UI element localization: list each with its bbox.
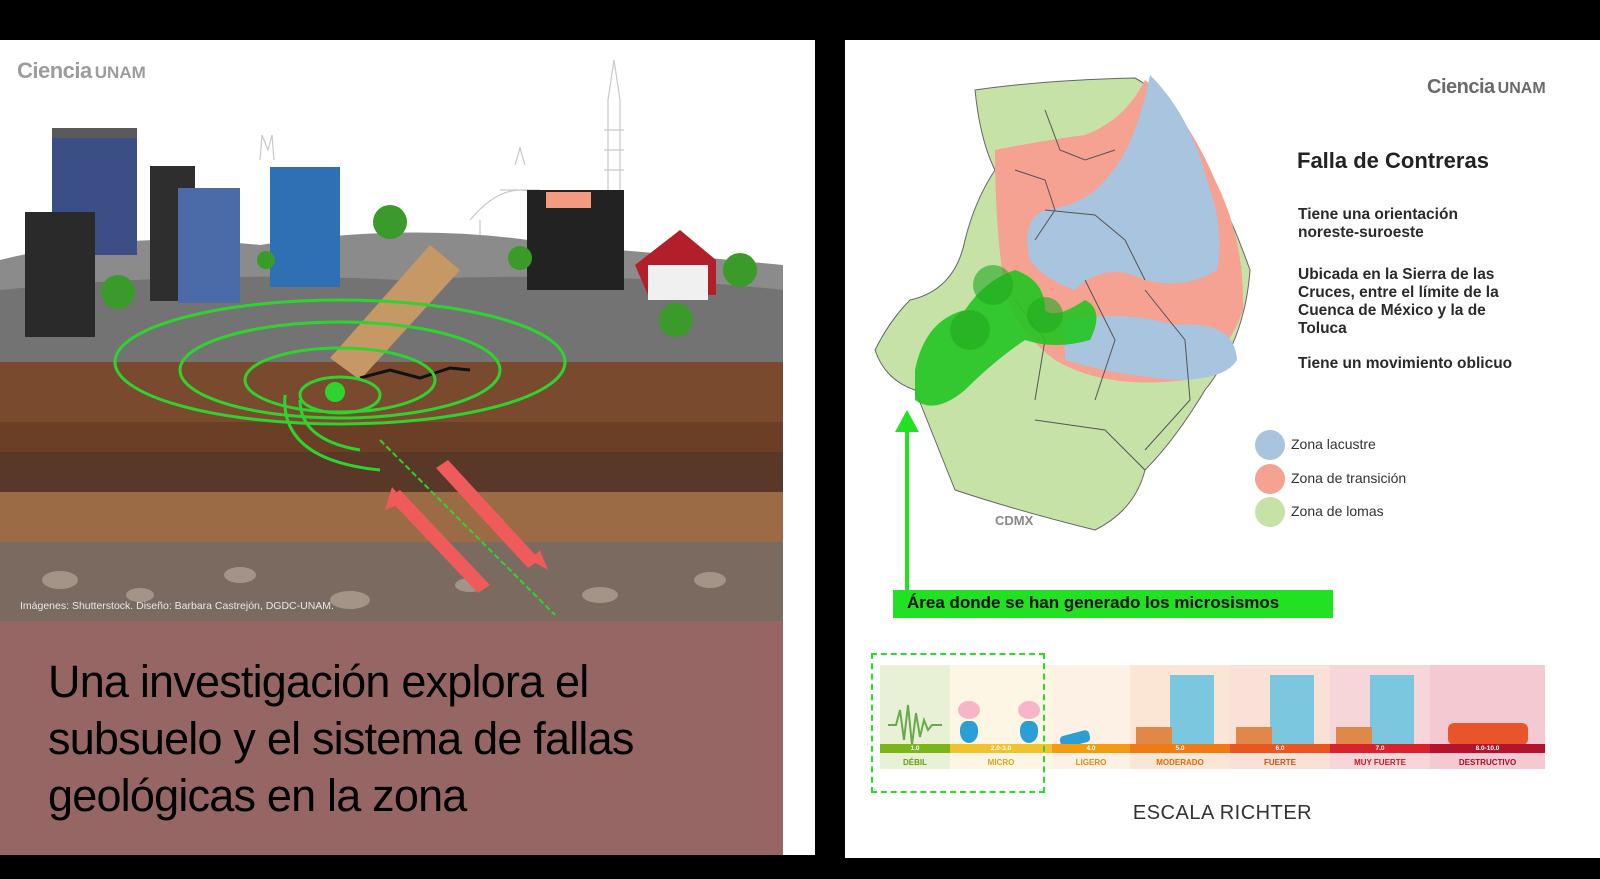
cdmx-zone-map xyxy=(874,75,1251,531)
scale-segment-moderado: 5.0 MODERADO xyxy=(1130,665,1230,769)
legend-label: Zona lacustre xyxy=(1291,436,1376,452)
scale-segment-destructivo: 8.0-10.0 DESTRUCTIVO xyxy=(1430,665,1545,769)
scale-name: FUERTE xyxy=(1264,758,1296,767)
scale-range: 4.0 xyxy=(1052,744,1130,753)
geology-illustration xyxy=(0,40,783,621)
vase-icon xyxy=(960,721,978,743)
headline-box: Una investigación explora el subsuelo y … xyxy=(0,621,783,855)
building-icon xyxy=(1170,675,1214,747)
logo-unam-text: UNAM xyxy=(1497,80,1546,97)
scale-range: 8.0-10.0 xyxy=(1430,744,1545,753)
legend-swatch xyxy=(1255,430,1285,460)
arrow-shaft xyxy=(905,418,909,592)
logo-ciencia-text: Ciencia xyxy=(17,58,92,83)
richter-scale: 1.0 DÉBIL 2.0-3.0 MICRO 4.0 LIGERO 5.0 M… xyxy=(880,665,1545,769)
legend-label: Zona de lomas xyxy=(1291,503,1384,519)
fault-movement-text: Tiene un movimiento oblicuo xyxy=(1298,355,1513,372)
scale-segment-ligero: 4.0 LIGERO xyxy=(1052,665,1130,769)
scale-range: 7.0 xyxy=(1330,744,1430,753)
scale-segment-fuerte: 6.0 FUERTE xyxy=(1230,665,1330,769)
scale-range: 2.0-3.0 xyxy=(950,744,1052,753)
scale-name: MODERADO xyxy=(1156,758,1204,767)
building-icon xyxy=(1370,675,1414,747)
scale-title: ESCALA RICHTER xyxy=(1132,802,1313,824)
legend-swatch xyxy=(1255,497,1285,527)
flower-icon xyxy=(958,701,980,719)
scale-range: 6.0 xyxy=(1230,744,1330,753)
scale-name: DÉBIL xyxy=(903,758,927,767)
house-icon xyxy=(1136,727,1172,747)
legend-item-lacustre: Zona lacustre xyxy=(1255,430,1455,460)
area-label-text: Área donde se han generado los microsism… xyxy=(907,593,1280,612)
scale-segment-debil: 1.0 DÉBIL xyxy=(880,665,950,769)
scale-range: 1.0 xyxy=(880,744,950,753)
fault-location-text: Ubicada en la Sierra de las Cruces, entr… xyxy=(1298,266,1499,337)
map-label-cdmx: CDMX xyxy=(995,513,1034,528)
building-icon xyxy=(1270,675,1314,747)
legend-item-lomas: Zona de lomas xyxy=(1255,497,1455,527)
scale-segment-muy-fuerte: 7.0 MUY FUERTE xyxy=(1330,665,1430,769)
microsismos-area-label: Área donde se han generado los microsism… xyxy=(893,590,1333,618)
fault-orientation-text: Tiene una orientación noreste-suroeste xyxy=(1298,206,1458,241)
logo-ciencia-text: Ciencia xyxy=(1427,76,1495,98)
wave-icon xyxy=(888,704,942,746)
micro-range-highlight xyxy=(871,653,1045,793)
fault-title: Falla de Contreras xyxy=(1297,148,1489,173)
image-credit: Imágenes: Shutterstock. Diseño: Barbara … xyxy=(20,600,334,612)
legend-label: Zona de transición xyxy=(1291,470,1407,486)
legend-swatch xyxy=(1255,464,1285,494)
scale-segment-micro: 2.0-3.0 MICRO xyxy=(950,665,1052,769)
scale-name: MICRO xyxy=(987,758,1015,767)
scale-name: DESTRUCTIVO xyxy=(1458,758,1517,767)
house-icon xyxy=(1336,727,1372,747)
headline-text: Una investigación explora el subsuelo y … xyxy=(48,656,634,821)
logo-unam-text: UNAM xyxy=(94,63,146,82)
legend-item-transicion: Zona de transición xyxy=(1255,464,1455,494)
scale-range: 5.0 xyxy=(1130,744,1230,753)
vase-icon xyxy=(1020,721,1038,743)
flower-icon xyxy=(1018,701,1040,719)
scale-name: MUY FUERTE xyxy=(1354,758,1406,767)
scale-name: LIGERO xyxy=(1075,758,1107,767)
house-icon xyxy=(1236,727,1272,747)
rubble-icon xyxy=(1448,723,1528,745)
